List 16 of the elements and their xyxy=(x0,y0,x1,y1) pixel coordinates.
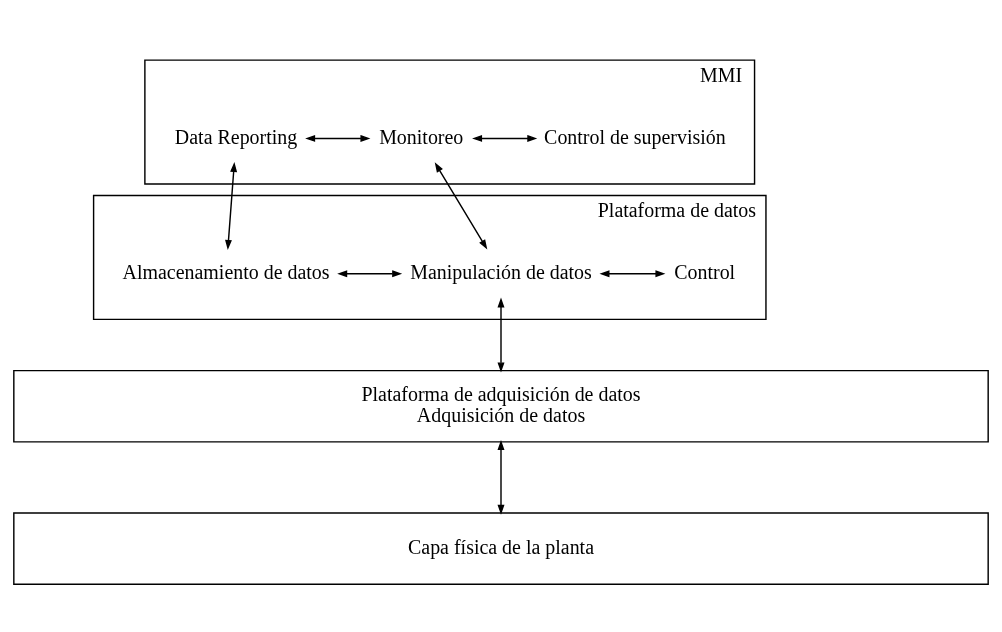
arrow xyxy=(472,134,538,142)
node-box: Plataforma de adquisición de datos Adquisición de datos xyxy=(13,369,989,443)
node-text: Manipulación de datos xyxy=(410,260,592,283)
arrow xyxy=(225,161,238,250)
arrow xyxy=(497,296,505,372)
arrow xyxy=(305,134,371,142)
arrow xyxy=(497,439,505,515)
arrow xyxy=(434,161,488,250)
node-box: Capa física de la planta xyxy=(13,511,989,585)
node-text: Control xyxy=(674,260,736,283)
arrow xyxy=(599,269,666,277)
node-text: Control de supervisión xyxy=(544,125,726,148)
node-text: Data Reporting xyxy=(174,125,298,148)
node-text: Monitoreo xyxy=(379,125,464,148)
arrow xyxy=(337,269,403,277)
node-text: Almacenamiento de datos xyxy=(122,260,330,283)
